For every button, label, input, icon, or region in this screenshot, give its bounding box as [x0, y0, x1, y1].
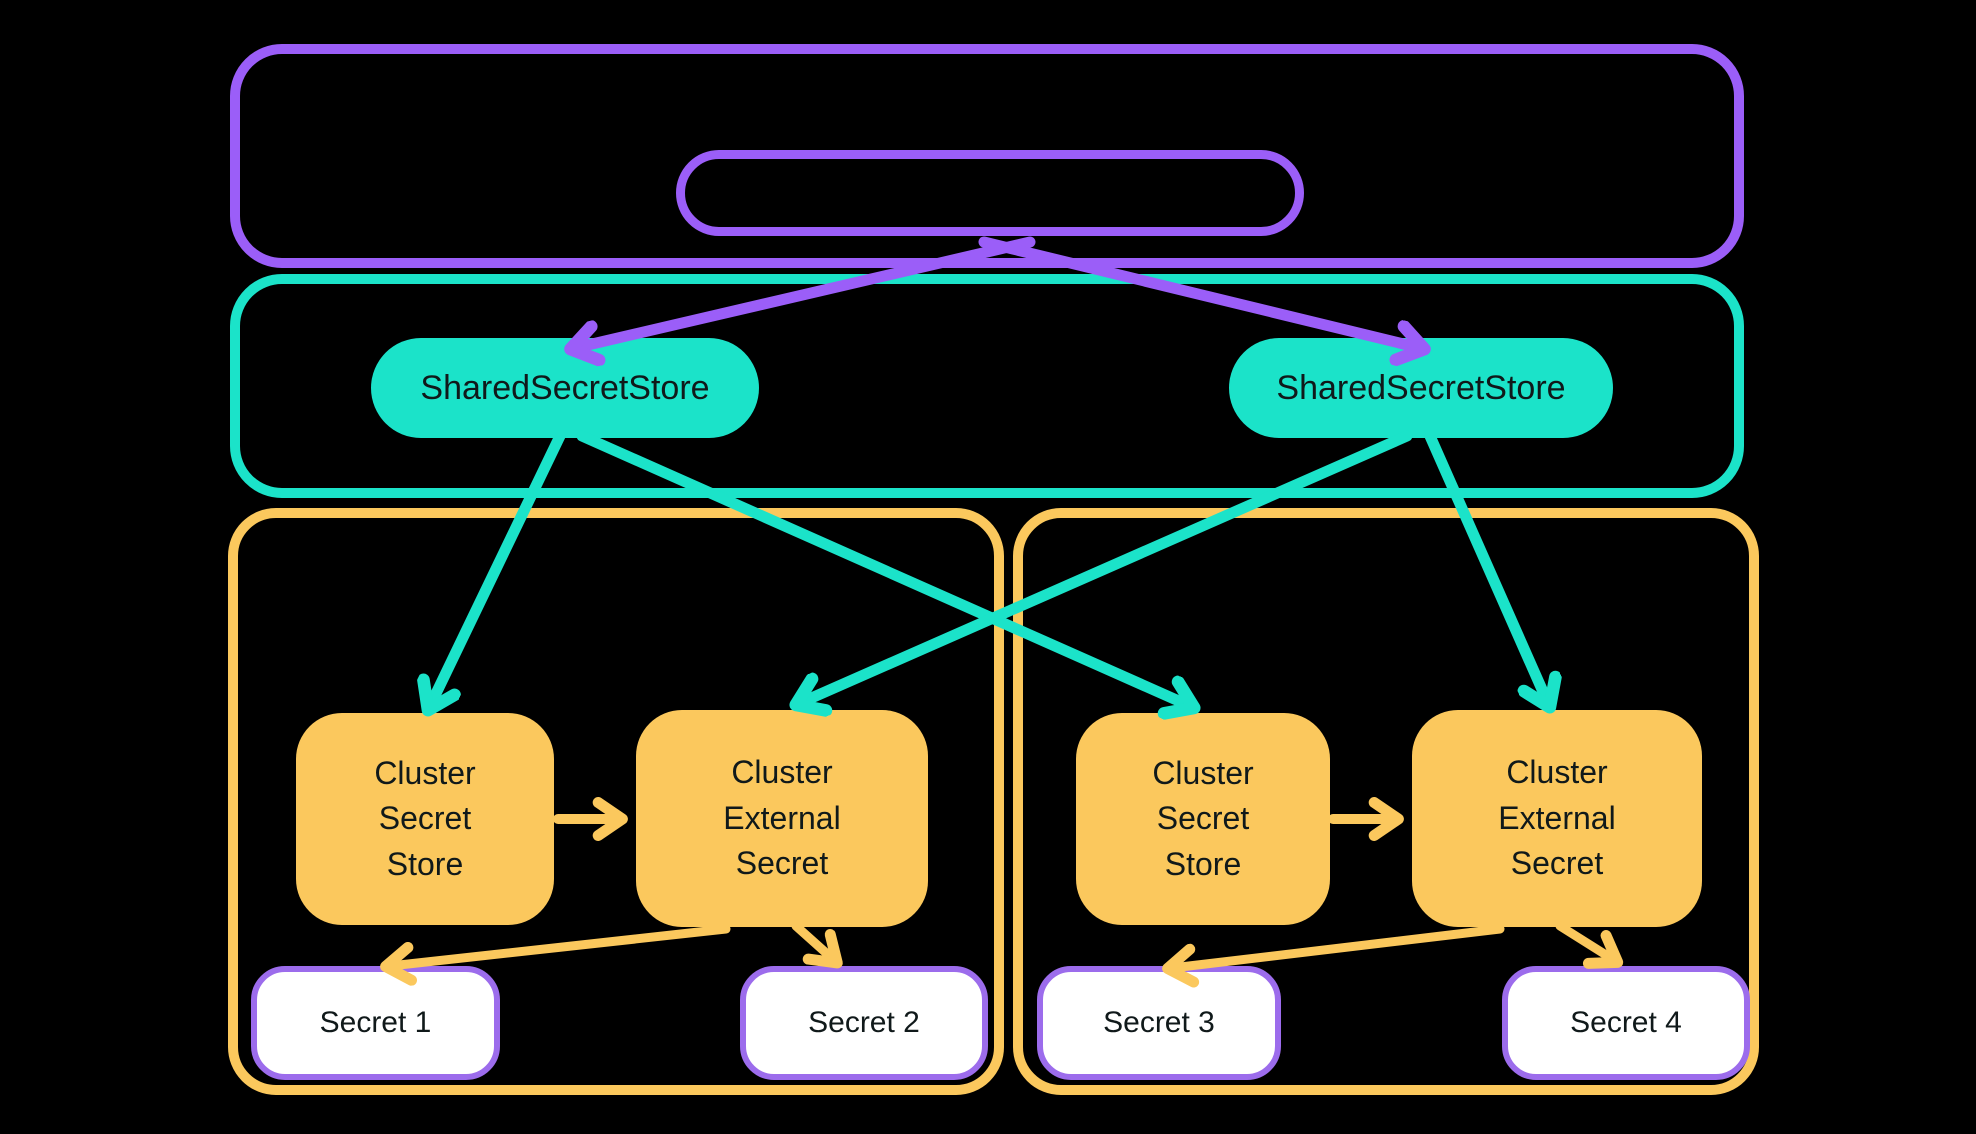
cluster-external-secret-right-node: Cluster External Secret [1412, 710, 1702, 927]
shared-secret-store-right-node: SharedSecretStore [1229, 338, 1613, 438]
secret-1-node: Secret 1 [251, 966, 500, 1080]
control-pill [676, 150, 1304, 236]
cluster-external-secret-left-node: Cluster External Secret [636, 710, 928, 927]
cluster-secret-store-right-label: Cluster Secret Store [1152, 754, 1254, 882]
secret-2-label: Secret 2 [808, 1006, 920, 1039]
secret-4-node: Secret 4 [1502, 966, 1750, 1080]
cluster-external-secret-left-label: Cluster External Secret [723, 754, 841, 882]
shared-secret-store-left-node: SharedSecretStore [371, 338, 759, 438]
secret-3-label: Secret 3 [1103, 1006, 1215, 1039]
cluster-external-secret-right-label: Cluster External Secret [1498, 754, 1616, 882]
cluster-secret-store-left-node: Cluster Secret Store [296, 713, 554, 925]
shared-secret-store-right-label: SharedSecretStore [1276, 368, 1566, 407]
shared-secret-store-left-label: SharedSecretStore [420, 368, 710, 407]
secret-2-node: Secret 2 [740, 966, 988, 1080]
cluster-secret-store-left-label: Cluster Secret Store [374, 754, 476, 882]
secret-1-label: Secret 1 [319, 1006, 432, 1039]
secret-3-node: Secret 3 [1037, 966, 1281, 1080]
secret-4-label: Secret 4 [1570, 1006, 1682, 1039]
cluster-secret-store-right-node: Cluster Secret Store [1076, 713, 1330, 925]
